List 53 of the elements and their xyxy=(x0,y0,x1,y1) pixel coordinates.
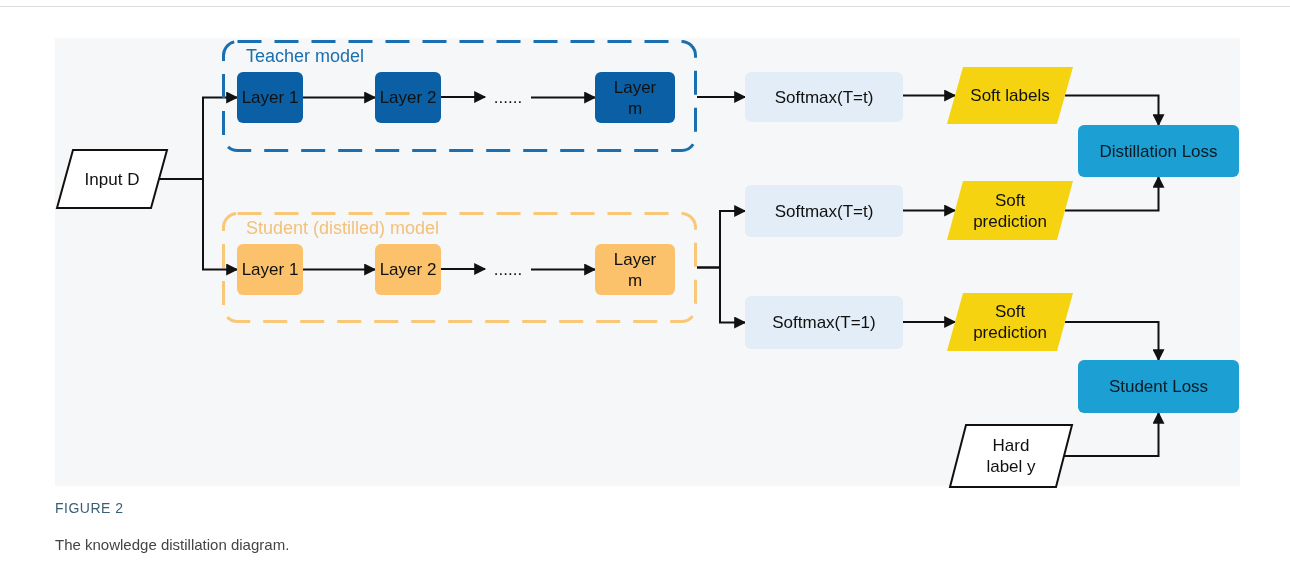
layer-box xyxy=(595,244,675,295)
output-parallelogram xyxy=(947,181,1073,240)
arrow xyxy=(530,263,597,276)
figure-title: FIGURE 2 xyxy=(55,500,124,516)
arrow xyxy=(1063,411,1165,457)
output-parallelogram xyxy=(947,67,1073,124)
arrow xyxy=(902,89,957,102)
arrow xyxy=(1064,175,1165,212)
arrow xyxy=(902,316,957,328)
loss-box xyxy=(1078,360,1239,413)
node-label: Softmax(T=t) xyxy=(774,86,874,108)
node-label: Soft prediction xyxy=(972,301,1048,343)
node-label: Distillation Loss xyxy=(1099,140,1218,162)
student-model-group xyxy=(222,212,697,323)
node-label: Soft labels xyxy=(970,85,1050,106)
softmax-box xyxy=(745,296,903,349)
arrow xyxy=(530,91,597,104)
arrow xyxy=(440,91,487,103)
teacher-model-group xyxy=(222,40,697,152)
arrow xyxy=(696,91,747,103)
node-label: ...... xyxy=(493,86,523,108)
layer-box xyxy=(237,72,303,123)
layer-box xyxy=(595,72,675,123)
layer-box xyxy=(375,72,441,123)
node-label: Softmax(T=t) xyxy=(774,200,874,222)
loss-box xyxy=(1078,125,1239,177)
node-label: Layer 1 xyxy=(241,87,299,108)
node-label: ...... xyxy=(493,258,523,280)
arrow xyxy=(302,91,377,104)
node-label: Layer m xyxy=(612,76,658,119)
output-parallelogram xyxy=(947,293,1073,351)
group-title: Teacher model xyxy=(246,46,365,67)
arrow xyxy=(302,263,377,276)
arrow xyxy=(1064,321,1165,362)
arrow xyxy=(902,204,957,217)
arrow xyxy=(696,266,747,329)
node-label: Soft prediction xyxy=(972,189,1048,232)
layer-box xyxy=(237,244,303,295)
node-label: Softmax(T=1) xyxy=(772,312,876,333)
node-label: Layer 2 xyxy=(379,87,437,108)
node-label: Hard label y xyxy=(985,435,1037,477)
arrow xyxy=(440,263,487,275)
softmax-box xyxy=(745,185,903,237)
node-label: Input D xyxy=(84,168,140,190)
group-title: Student (distilled) model xyxy=(246,218,440,239)
layer-box xyxy=(375,244,441,295)
node-label: Layer 2 xyxy=(379,259,437,280)
node-label: Student Loss xyxy=(1108,376,1209,397)
arrow xyxy=(1064,94,1165,127)
node-label: Layer 1 xyxy=(241,259,299,280)
node-label: Layer m xyxy=(612,248,658,291)
figure-caption: The knowledge distillation diagram. xyxy=(55,536,290,553)
softmax-box xyxy=(745,72,903,122)
